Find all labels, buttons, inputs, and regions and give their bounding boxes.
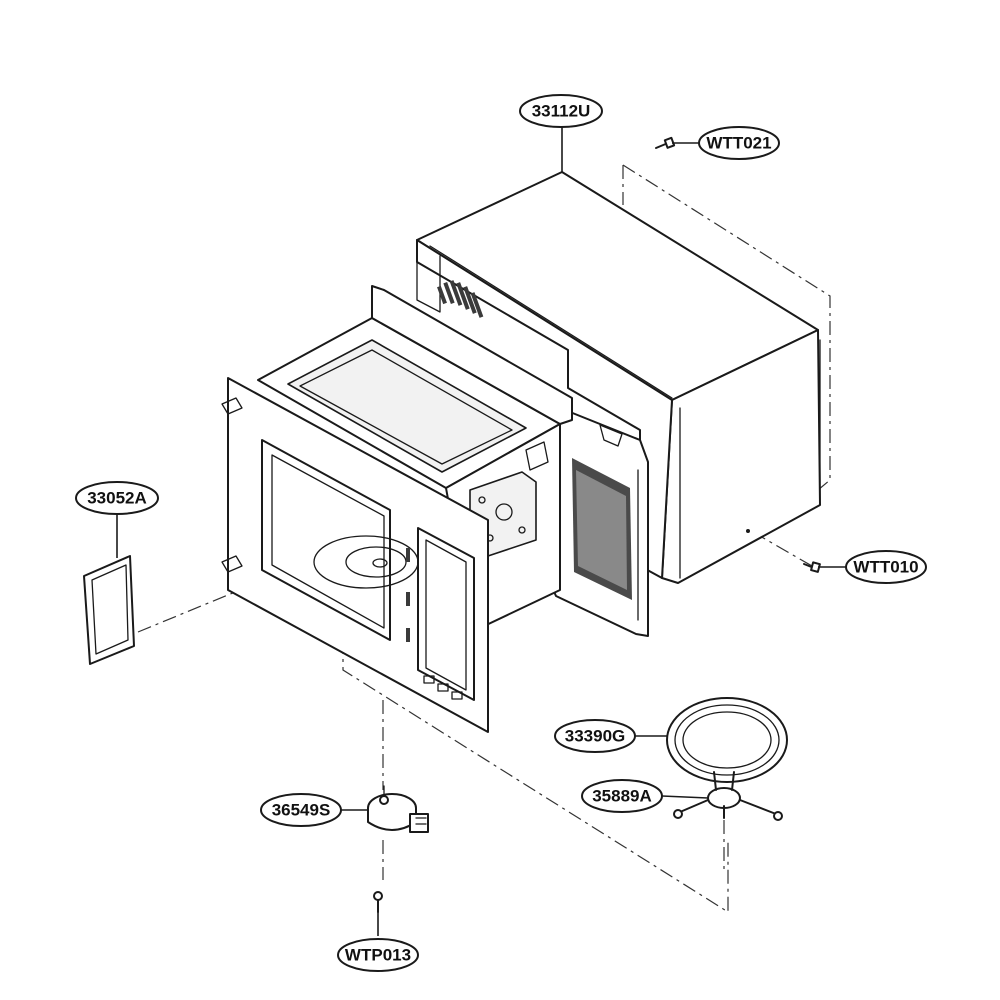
back-plate [547, 407, 649, 637]
screw-wtp013-icon [373, 891, 383, 913]
callout-35889A: 35889A [581, 779, 663, 813]
assembly-guide-lines [137, 164, 831, 914]
roller-guide [673, 771, 783, 821]
callout-label: 33390G [565, 727, 626, 746]
back-plate-grille [572, 458, 632, 600]
callout-33112U: 33112U [519, 94, 603, 128]
callout-33052A: 33052A [75, 481, 159, 515]
front-frame [221, 377, 489, 733]
turntable-tray [666, 697, 788, 783]
callout-WTP013: WTP013 [337, 938, 419, 972]
callout-label: 35889A [592, 787, 652, 806]
case-vent-slots [437, 280, 484, 318]
callout-label: 33112U [532, 102, 591, 121]
callout-WTT021: WTT021 [698, 126, 780, 160]
callout-label: WTT021 [706, 134, 771, 153]
screw-wtt021-icon [655, 136, 676, 149]
callout-36549S: 36549S [260, 793, 342, 827]
callout-33390G: 33390G [554, 719, 636, 753]
outer-case [416, 171, 821, 584]
callout-label: 36549S [272, 801, 331, 820]
callout-label: WTT010 [853, 558, 918, 577]
leader-lines [116, 126, 846, 936]
callout-label: 33052A [87, 489, 147, 508]
screw-wtt010-icon [803, 561, 821, 573]
waveguide-cover [83, 555, 135, 665]
callout-label: WTP013 [345, 946, 411, 965]
callout-WTT010: WTT010 [845, 550, 927, 584]
turntable-motor [367, 785, 429, 833]
